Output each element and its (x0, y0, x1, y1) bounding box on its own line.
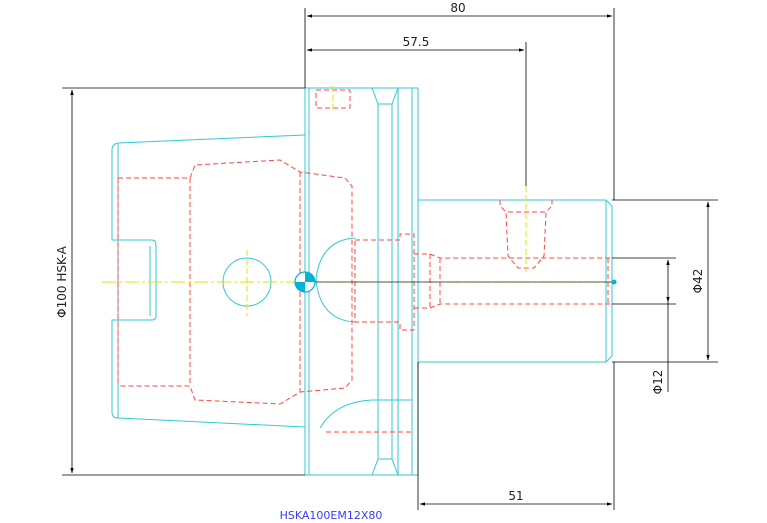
hsk-inner-edge (117, 240, 151, 320)
dim-12-label: Φ12 (651, 370, 665, 395)
dim-57-5-label: 57.5 (403, 35, 430, 49)
dim-80-label: 80 (450, 1, 465, 15)
dimension-lines (62, 8, 718, 510)
bore-steps (354, 233, 415, 331)
dim-42-label: Φ42 (691, 269, 705, 294)
bore-arc (315, 237, 356, 323)
dim-100-label: Φ100 HSK-A (55, 245, 69, 317)
taper-inner-cavity (118, 159, 353, 405)
drawing-caption: HSKA100EM12X80 (280, 509, 383, 522)
flange-bottom-arc (319, 399, 412, 429)
hsk-taper-outline (111, 134, 306, 428)
hidden-lines (117, 89, 612, 433)
flange-groove (371, 87, 399, 476)
end-marker (611, 279, 617, 285)
center-lines (102, 86, 615, 316)
cylinder-body (418, 199, 613, 363)
dim-51-label: 51 (508, 489, 523, 503)
origin-marker (294, 271, 316, 293)
